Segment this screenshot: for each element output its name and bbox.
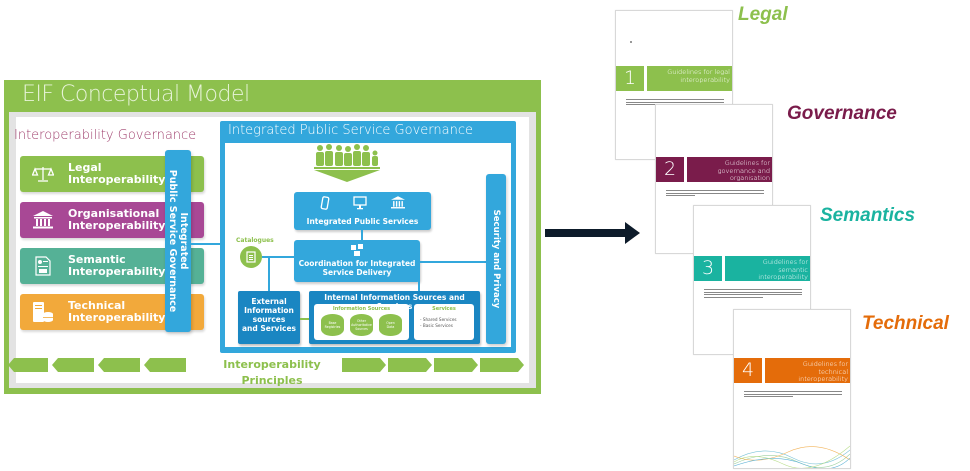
server-database-icon <box>30 301 56 323</box>
information-sources-title: Information Sources <box>332 306 391 312</box>
document-number: 3 <box>694 256 722 281</box>
external-internal-connector <box>300 318 309 320</box>
interoperability-governance-title: Interoperability Governance <box>14 128 197 143</box>
ipsg-box-title: Integrated Public Service Governance <box>228 123 473 138</box>
document-number: 2 <box>656 157 684 182</box>
citizens-businesses-icon <box>314 144 380 182</box>
catalogue-icon <box>240 246 262 268</box>
services-panel: Services - Shared Services - Basic Servi… <box>414 304 474 340</box>
institution-icon <box>30 211 56 229</box>
internal-information-sources-box: Internal Information Sources and Service… <box>309 291 480 344</box>
decorative-waves <box>734 445 850 468</box>
ips-coord-connector <box>361 230 363 240</box>
ipsg-bar-line2: Public Service Governance <box>167 169 178 313</box>
services-title: Services <box>432 306 456 312</box>
principle-chevron <box>52 358 94 372</box>
document-number: 4 <box>734 358 762 383</box>
internal-connector <box>418 263 420 291</box>
principle-chevron <box>8 358 48 372</box>
public-building-icon <box>391 196 406 214</box>
external-connector <box>268 256 270 291</box>
ipsg-connector <box>191 243 221 245</box>
principle-chevron <box>144 358 186 372</box>
security-connector <box>420 261 486 263</box>
computer-monitor-icon <box>353 196 368 214</box>
interoperability-principles-band: Interoperability Principles <box>8 357 538 387</box>
model-title: EIF Conceptual Model <box>22 82 250 107</box>
integrated-public-services-label: Integrated Public Services <box>306 217 419 226</box>
principle-chevron <box>98 358 140 372</box>
security-and-privacy-label: Security and Privacy <box>491 209 501 309</box>
shared-services-item: - Shared Services <box>420 317 457 322</box>
category-label-governance: Governance <box>787 103 897 124</box>
integrated-public-services-box: Integrated Public Services <box>294 192 431 230</box>
mobile-phone-icon <box>320 196 330 214</box>
principle-chevron <box>434 358 478 372</box>
right-arrow-icon <box>545 222 640 244</box>
document-chart-icon <box>30 256 56 276</box>
puzzle-icon <box>294 244 420 259</box>
catalogues-label: Catalogues <box>236 237 274 244</box>
principle-chevron <box>342 358 386 372</box>
security-and-privacy-bar: Security and Privacy <box>486 174 506 344</box>
interoperability-principles-label: Interoperability Principles <box>223 358 321 387</box>
category-label-semantics: Semantics <box>820 205 916 226</box>
basic-services-item: - Basic Services <box>420 323 453 328</box>
scales-icon <box>30 166 56 182</box>
catalogue-connector <box>262 256 294 258</box>
ipsg-bar-line1: Integrated <box>178 212 189 270</box>
category-label-legal: Legal <box>738 4 788 25</box>
principle-chevron <box>388 358 432 372</box>
external-information-sources-box: External Information sources and Service… <box>238 291 300 344</box>
category-label-technical: Technical <box>862 313 949 334</box>
document-number: 1 <box>616 66 644 91</box>
principle-chevron <box>480 358 524 372</box>
